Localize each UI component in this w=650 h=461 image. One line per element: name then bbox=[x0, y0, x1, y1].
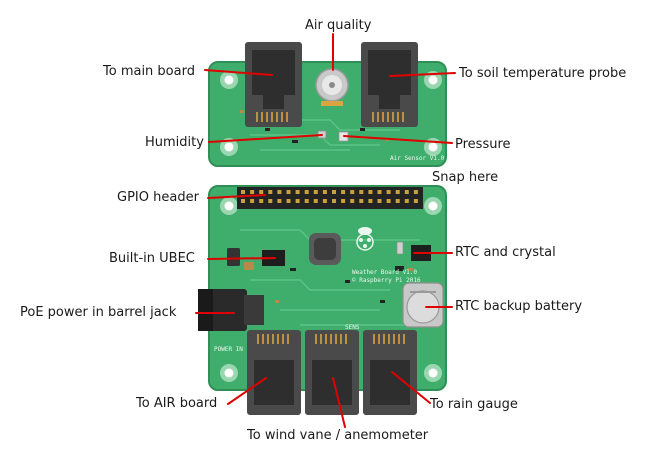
gpio-pin bbox=[350, 190, 355, 194]
pointer-air-board bbox=[227, 377, 267, 405]
label-snap-here: Snap here bbox=[432, 170, 499, 185]
label-gpio-header: GPIO header bbox=[117, 190, 199, 205]
label-to-soil-probe: To soil temperature probe bbox=[459, 66, 627, 81]
gpio-pin bbox=[250, 199, 255, 203]
gpio-pin bbox=[332, 190, 336, 194]
gpio-pin bbox=[259, 190, 264, 194]
label-humidity: Humidity bbox=[145, 135, 204, 150]
air-quality-sensor-icon bbox=[315, 68, 349, 106]
gpio-pin bbox=[268, 190, 273, 194]
gpio-pin bbox=[413, 199, 418, 203]
pointer-soil-probe bbox=[389, 72, 456, 77]
air-board-silkscreen: Air Sensor V1.0 bbox=[390, 155, 445, 162]
gpio-pin bbox=[359, 190, 364, 194]
gpio-pin bbox=[313, 190, 318, 194]
gpio-pin bbox=[286, 199, 291, 203]
gpio-pin bbox=[368, 199, 373, 203]
pointer-humidity bbox=[208, 134, 323, 143]
rj-connector-rain-gauge bbox=[363, 330, 417, 415]
gpio-pin bbox=[386, 190, 391, 194]
gpio-pin bbox=[413, 190, 418, 194]
gpio-pin bbox=[395, 190, 400, 194]
weather-board-copyright: © Raspberry Pi 2016 bbox=[352, 277, 421, 284]
gpio-pin bbox=[241, 199, 245, 203]
gpio-pin bbox=[322, 199, 327, 203]
raspberry-logo-icon bbox=[356, 227, 374, 251]
label-poe-power: PoE power in barrel jack bbox=[20, 305, 177, 320]
gpio-pin bbox=[268, 199, 273, 203]
gpio-pin bbox=[313, 199, 318, 203]
label-rtc-crystal: RTC and crystal bbox=[455, 245, 556, 260]
label-to-main-board: To main board bbox=[103, 64, 195, 79]
gpio-pin bbox=[341, 199, 346, 203]
gpio-pin bbox=[259, 199, 264, 203]
gpio-pin bbox=[404, 199, 409, 203]
barrel-jack-icon bbox=[198, 289, 264, 331]
sens-silkscreen: SENS bbox=[345, 324, 360, 331]
label-to-rain-gauge: To rain gauge bbox=[430, 397, 518, 412]
pointer-ubec bbox=[207, 257, 276, 260]
gpio-pin bbox=[250, 190, 255, 194]
gpio-pin bbox=[277, 190, 282, 194]
gpio-pin bbox=[295, 199, 300, 203]
gpio-pin bbox=[295, 190, 300, 194]
label-builtin-ubec: Built-in UBEC bbox=[109, 251, 195, 266]
label-rtc-battery: RTC backup battery bbox=[455, 299, 583, 314]
gpio-pin bbox=[404, 190, 409, 194]
crystal-icon bbox=[396, 241, 404, 255]
gpio-pin bbox=[395, 199, 400, 203]
gpio-pin bbox=[241, 190, 245, 194]
rj-connector-soil-probe bbox=[361, 42, 418, 127]
weather-board: Weather Board V1.0 © Raspberry Pi 2016 P… bbox=[198, 185, 447, 415]
rj-connector-wind-vane bbox=[305, 330, 359, 415]
weather-board-silkscreen: Weather Board V1.0 bbox=[352, 269, 417, 276]
gpio-pin bbox=[368, 190, 373, 194]
label-pressure: Pressure bbox=[455, 137, 511, 152]
gpio-pin bbox=[286, 190, 291, 194]
pointer-main-board bbox=[204, 69, 273, 76]
label-air-quality: Air quality bbox=[305, 18, 372, 33]
gpio-pin bbox=[277, 199, 282, 203]
gpio-header-icon bbox=[237, 187, 423, 209]
gpio-pin bbox=[322, 190, 327, 194]
rj-connector-air-board bbox=[247, 330, 301, 415]
label-to-air-board: To AIR board bbox=[136, 396, 218, 411]
gpio-pin bbox=[341, 190, 346, 194]
pointer-wind-vane bbox=[332, 377, 346, 428]
gpio-pin bbox=[359, 199, 364, 203]
gpio-pin bbox=[377, 190, 382, 194]
air-sensor-board: Air Sensor V1.0 bbox=[208, 42, 447, 167]
gpio-pin bbox=[304, 199, 309, 203]
pointer-pressure bbox=[343, 135, 453, 144]
pointer-gpio bbox=[207, 194, 266, 199]
gpio-pin bbox=[386, 199, 391, 203]
gpio-pin bbox=[350, 199, 355, 203]
coin-battery-holder-icon bbox=[402, 282, 444, 328]
label-to-wind-vane: To wind vane / anemometer bbox=[247, 428, 429, 443]
pointer-rain-gauge bbox=[391, 371, 431, 404]
gpio-pin bbox=[377, 199, 382, 203]
power-in-silkscreen: POWER IN bbox=[214, 346, 243, 353]
rj-connector-main-board bbox=[245, 42, 302, 127]
gpio-pin bbox=[304, 190, 309, 194]
pointer-lines bbox=[195, 33, 456, 428]
gpio-pin bbox=[332, 199, 336, 203]
